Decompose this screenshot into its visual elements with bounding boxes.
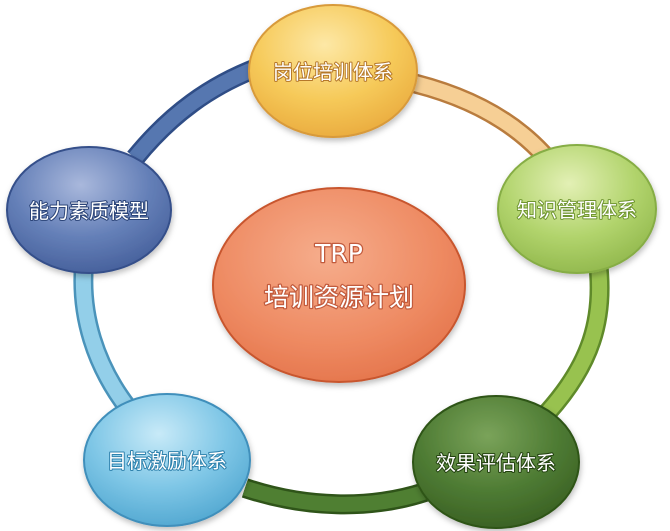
node-incentive-system-label: 目标激励体系 (107, 449, 227, 473)
node-evaluation-system (412, 395, 580, 529)
node-evaluation-system-label: 效果评估体系 (436, 451, 556, 475)
node-training-system (248, 4, 418, 138)
center-node-trp (212, 187, 466, 383)
node-knowledge-system-label: 知识管理体系 (517, 198, 637, 222)
node-competency-model-label: 能力素质模型 (29, 199, 149, 223)
connector-arcs (73, 56, 610, 515)
center-subtitle: 培训资源计划 (264, 283, 414, 312)
center-title: TRP (314, 239, 363, 268)
node-incentive-system (83, 393, 251, 527)
node-knowledge-system (497, 144, 657, 274)
node-competency-model (6, 146, 172, 274)
node-training-system-label: 岗位培训体系 (273, 60, 393, 84)
